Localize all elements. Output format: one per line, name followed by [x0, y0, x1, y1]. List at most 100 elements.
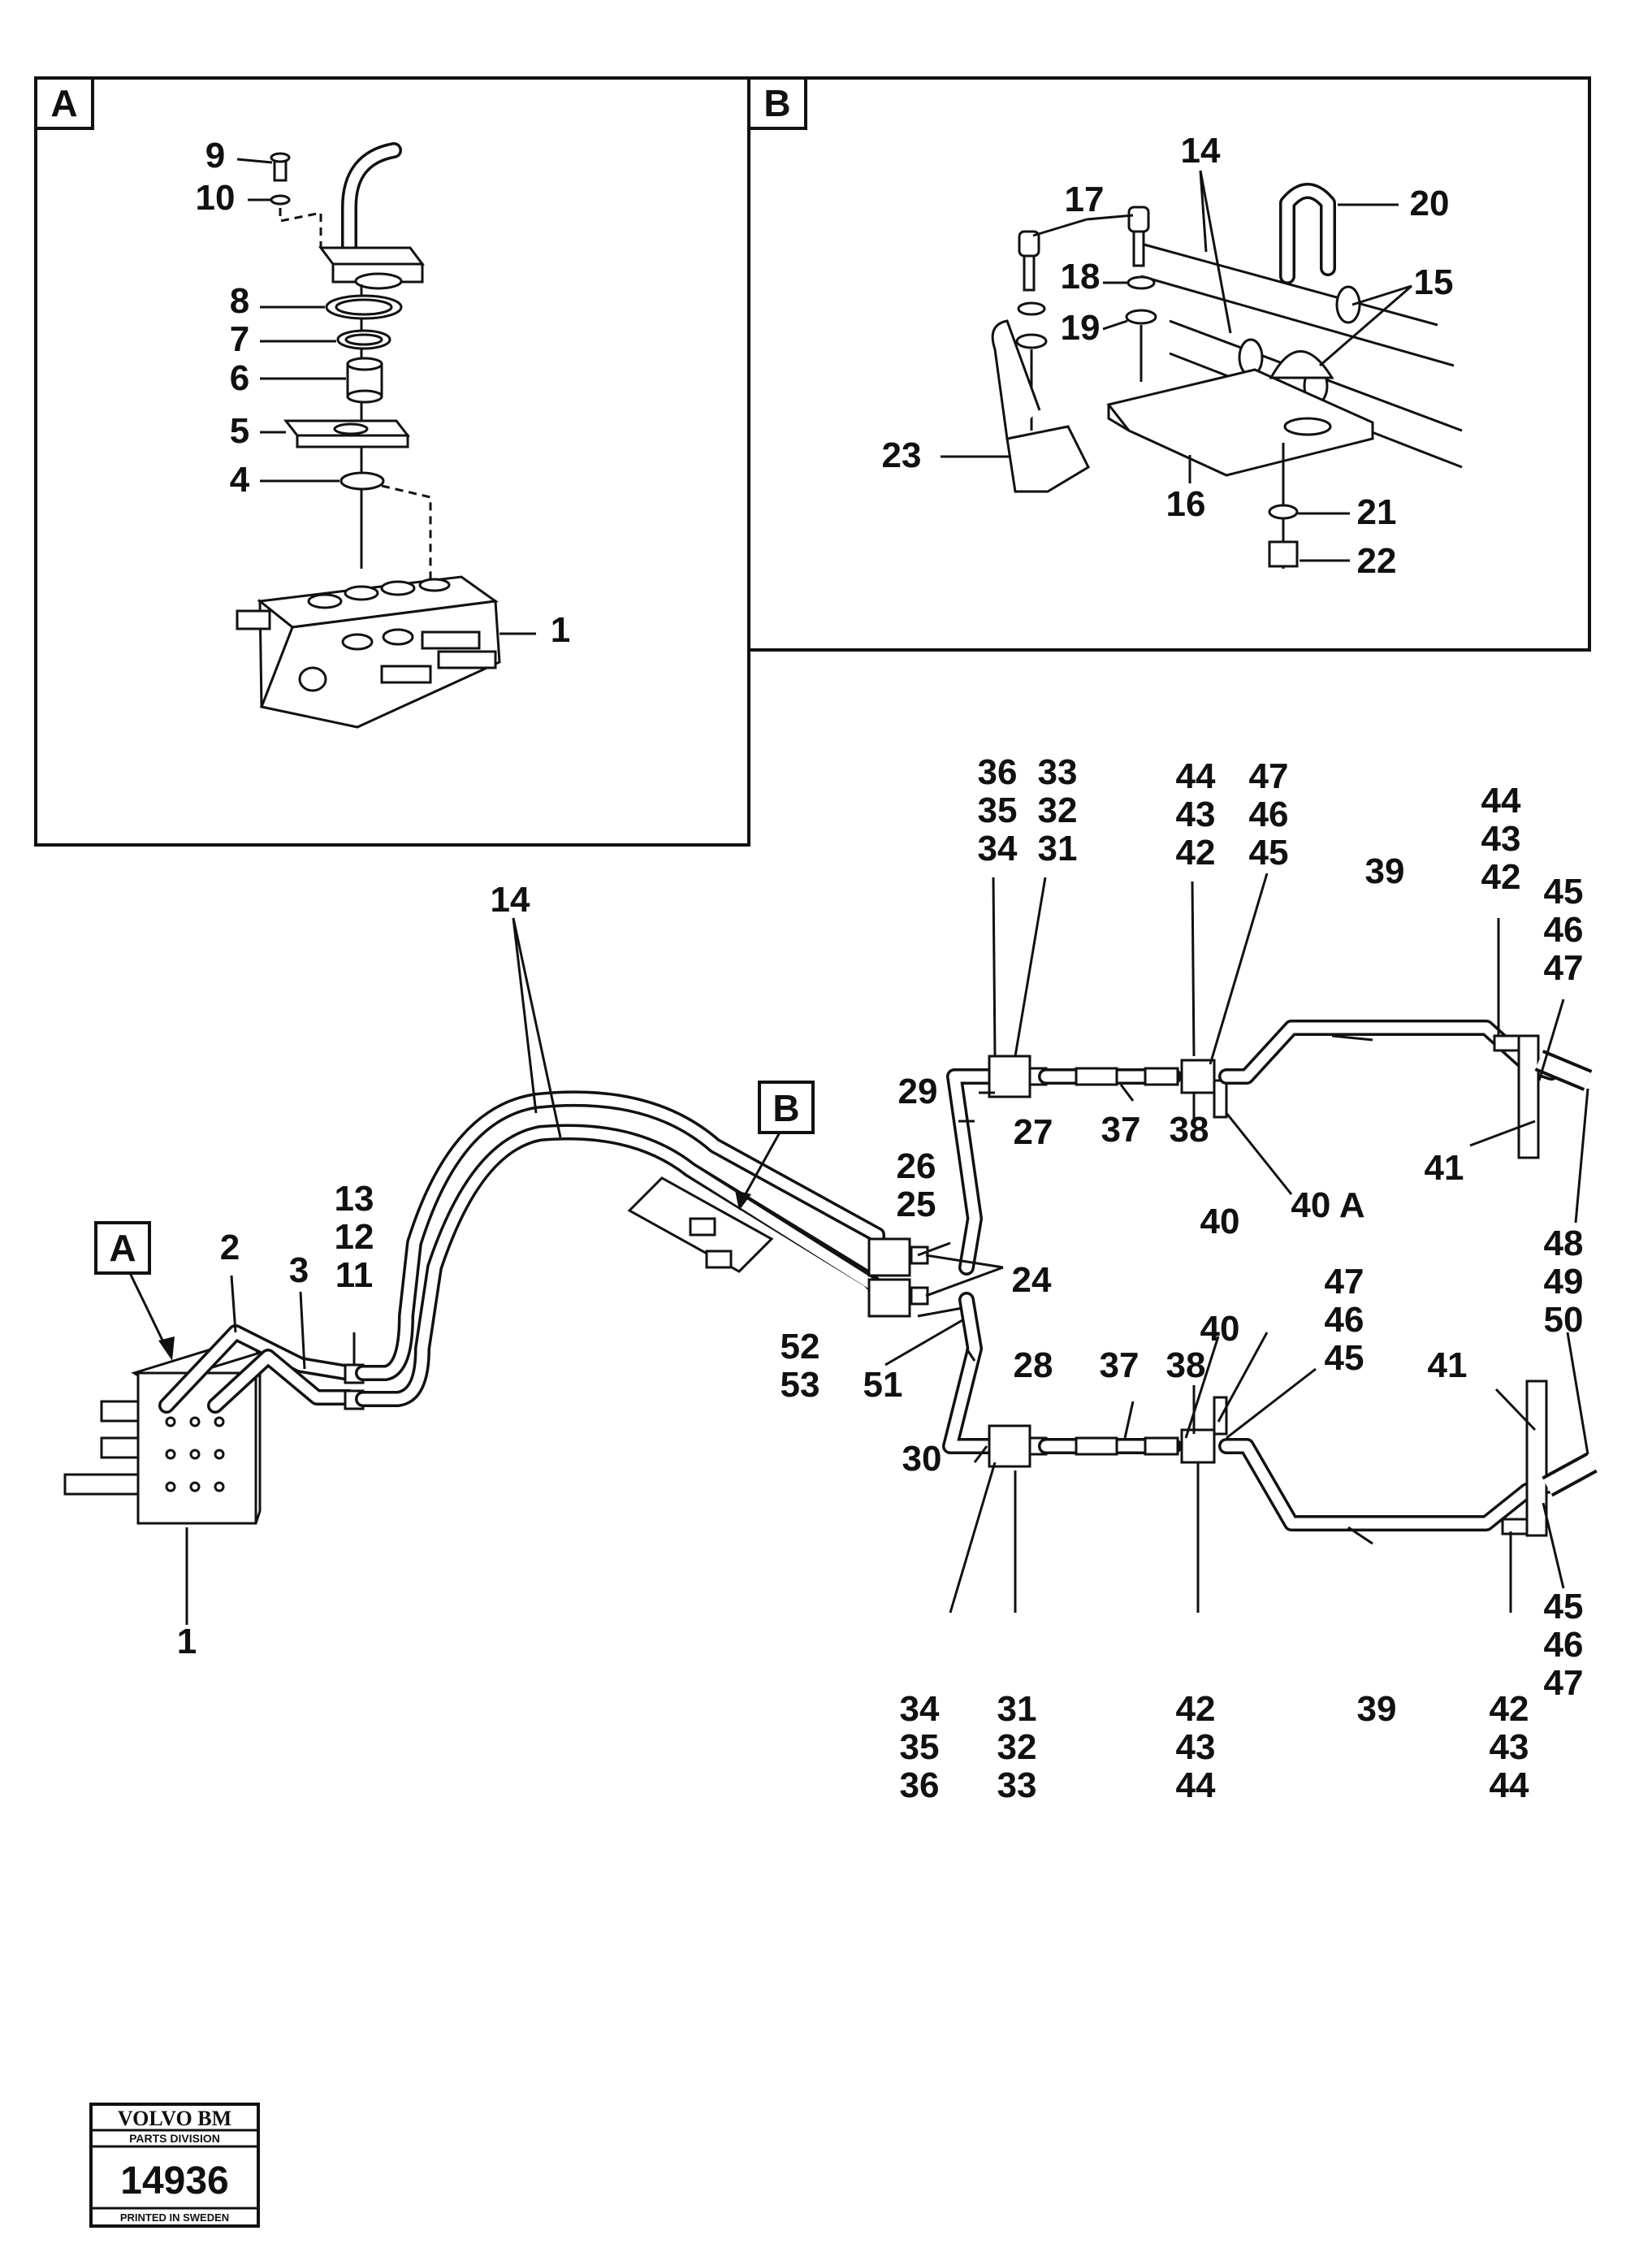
detail-a-panel: A [34, 76, 750, 847]
label-35-bottom: 35 [900, 1727, 940, 1767]
label-44-bottom: 44 [1176, 1765, 1216, 1805]
callout-b-letter: B [772, 1087, 799, 1129]
label-43-bottom: 43 [1176, 1727, 1216, 1767]
callout-a-letter: A [109, 1227, 136, 1269]
label-36-bottom: 36 [900, 1765, 940, 1805]
label-37-top: 37 [1101, 1110, 1141, 1150]
detail-b-letter: B [763, 82, 790, 124]
label-40a: 40 A [1291, 1185, 1364, 1225]
stamp-brand: VOLVO BM [118, 2107, 231, 2130]
label-31-top: 31 [1038, 829, 1078, 868]
label-17: 17 [1065, 180, 1105, 219]
label-45-right: 45 [1544, 872, 1584, 912]
label-3: 3 [289, 1250, 309, 1290]
label-47-bottom: 47 [1325, 1262, 1364, 1302]
label-14-main: 14 [491, 880, 530, 920]
label-47-right: 47 [1544, 948, 1584, 988]
label-15: 15 [1414, 262, 1454, 302]
label-21: 21 [1357, 492, 1397, 532]
stamp-printed: PRINTED IN SWEDEN [120, 2211, 229, 2224]
label-50: 50 [1544, 1300, 1584, 1340]
label-33-bottom: 33 [997, 1765, 1037, 1805]
label-20: 20 [1410, 184, 1450, 223]
volvo-bm-stamp: VOLVO BM PARTS DIVISION 14936 PRINTED IN… [89, 2103, 260, 2228]
label-13: 13 [335, 1179, 374, 1219]
label-39-top: 39 [1365, 851, 1405, 891]
label-40-bottom: 40 [1200, 1309, 1240, 1349]
pipes-detail [1140, 242, 1463, 469]
label-7: 7 [230, 319, 249, 359]
label-46-right: 46 [1544, 910, 1584, 950]
label-32-top: 32 [1038, 790, 1078, 830]
label-5: 5 [230, 411, 249, 451]
label-24: 24 [1012, 1260, 1052, 1300]
label-38-top: 38 [1170, 1110, 1209, 1150]
label-43-right: 43 [1481, 819, 1521, 859]
label-10: 10 [196, 178, 236, 218]
label-49: 49 [1544, 1262, 1584, 1302]
label-40-top: 40 [1200, 1202, 1240, 1241]
label-1-detail: 1 [551, 610, 570, 650]
label-48: 48 [1544, 1224, 1584, 1263]
label-36-top: 36 [978, 752, 1018, 792]
label-27: 27 [1014, 1112, 1053, 1152]
label-26: 26 [897, 1146, 936, 1186]
label-37-bottom: 37 [1100, 1345, 1140, 1385]
label-29: 29 [898, 1072, 938, 1111]
label-16: 16 [1166, 484, 1206, 524]
label-44-right: 44 [1481, 781, 1521, 821]
label-35-top: 35 [978, 790, 1018, 830]
label-4: 4 [230, 460, 250, 500]
callout-b: B [735, 1081, 815, 1211]
label-45-top: 45 [1249, 833, 1289, 873]
label-2: 2 [220, 1228, 240, 1267]
label-51: 51 [863, 1365, 903, 1405]
stamp-division: PARTS DIVISION [129, 2132, 220, 2145]
main-assembly: A B [63, 752, 1598, 1805]
label-14-detail: 14 [1181, 131, 1221, 171]
label-47-bottom-right: 47 [1544, 1663, 1584, 1703]
detail-a-letter: A [50, 82, 77, 124]
label-45-bottom-right: 45 [1544, 1587, 1584, 1626]
label-42-bottom: 42 [1176, 1689, 1216, 1729]
label-25: 25 [897, 1185, 936, 1224]
control-valve-detail [236, 575, 536, 729]
label-44-top: 44 [1176, 756, 1216, 796]
label-42-bottom-right: 42 [1490, 1689, 1529, 1729]
label-31-bottom: 31 [997, 1689, 1037, 1729]
detail-b-panel: B [747, 76, 1591, 652]
label-33-top: 33 [1038, 752, 1078, 792]
label-46-bottom: 46 [1325, 1300, 1364, 1340]
label-46-top: 46 [1249, 795, 1289, 834]
label-1-main: 1 [177, 1622, 197, 1661]
label-34-bottom: 34 [900, 1689, 940, 1729]
label-42-right: 42 [1481, 857, 1521, 897]
label-19: 19 [1061, 308, 1101, 348]
label-22: 22 [1357, 541, 1397, 581]
label-9: 9 [205, 136, 225, 175]
label-45-bottom: 45 [1325, 1338, 1364, 1378]
label-23: 23 [882, 435, 922, 475]
callout-a: A [94, 1221, 175, 1361]
label-43-bottom-right: 43 [1490, 1727, 1529, 1767]
control-valve-main [63, 1339, 263, 1525]
label-12: 12 [335, 1217, 374, 1257]
label-39-bottom: 39 [1357, 1689, 1397, 1729]
label-8: 8 [230, 281, 249, 321]
label-52: 52 [781, 1327, 820, 1367]
label-32-bottom: 32 [997, 1727, 1037, 1767]
label-46-bottom-right: 46 [1544, 1625, 1584, 1665]
label-38-bottom: 38 [1166, 1345, 1206, 1385]
label-44-bottom-right: 44 [1490, 1765, 1529, 1805]
label-6: 6 [230, 358, 249, 398]
label-42-top: 42 [1176, 833, 1216, 873]
label-41-bottom: 41 [1428, 1345, 1468, 1385]
label-41-top: 41 [1425, 1148, 1464, 1188]
label-34-top: 34 [978, 829, 1018, 868]
stamp-number: 14936 [120, 2159, 228, 2203]
label-43-top: 43 [1176, 795, 1216, 834]
label-18: 18 [1061, 257, 1101, 297]
label-47-top: 47 [1249, 756, 1289, 796]
label-11: 11 [335, 1255, 374, 1295]
